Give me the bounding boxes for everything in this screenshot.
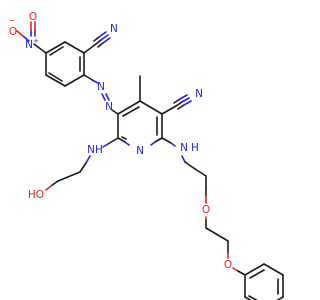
hydroxyl-label: HO (28, 189, 44, 201)
ether-o1-label: O (202, 204, 210, 216)
nitro-o-charge: − (9, 16, 16, 25)
hydroxyethylamino-chain: NH HO (28, 137, 119, 201)
ether-amino-chain: N H O O (161, 137, 246, 276)
nitro-n-charge: + (33, 37, 39, 45)
nh-left-label: NH (87, 144, 103, 156)
azo-n1-label: N (97, 81, 105, 93)
nh-right-h-label: H (191, 142, 199, 154)
nitro-o-minus-label: O (9, 26, 17, 38)
nitro-o-double-label: O (29, 11, 37, 23)
nitrile-group-top: N (83, 23, 118, 54)
nitrile-n-label-top: N (110, 23, 118, 35)
phenyl-ring (244, 263, 284, 300)
chemical-structure-diagram: N N + O − O N N N (9, 11, 284, 300)
pyridine-n-label: N (136, 145, 144, 157)
azo-linkage: N N (83, 74, 119, 115)
pyridine-ring: N (117, 100, 163, 157)
benzonitrile-ring (45, 41, 85, 87)
nitrile-n-label-right: N (195, 88, 203, 100)
nitrile-group-right: N (161, 88, 203, 115)
ether-o2-label: O (224, 259, 232, 271)
nitro-n-label: N (25, 39, 33, 51)
nitro-group: N + O − O (9, 11, 47, 54)
azo-n2-label: N (105, 101, 113, 113)
nh-right-label: N (180, 142, 188, 154)
